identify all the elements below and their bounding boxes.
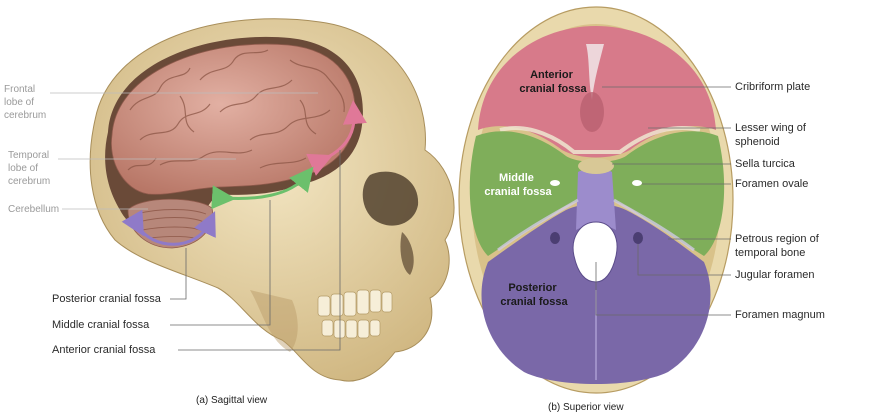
- anterior-fossa-region: [478, 26, 716, 158]
- foramen-ovale-left: [550, 180, 560, 186]
- cribriform-fossa: [580, 92, 604, 132]
- middle-region-label: Middle cranial fossa: [484, 172, 552, 198]
- mandible-shape: [250, 290, 298, 352]
- magnum-leader: [595, 262, 731, 316]
- petrous-ridge-left: [497, 198, 579, 252]
- jugular-leader: [637, 244, 731, 276]
- temporal-lobe-label: Temporal lobe of cerebrum: [8, 150, 52, 187]
- orbit-shape: [362, 171, 419, 226]
- anterior-region-label: Anterior cranial fossa: [519, 69, 587, 95]
- jugular-label: Jugular foramen: [735, 269, 815, 281]
- sella-label: Sella turcica: [735, 158, 796, 170]
- foramen-ovale-label: Foramen ovale: [735, 178, 808, 190]
- sagittal-view: Frontal lobe of cerebrum Temporal lobe o…: [4, 18, 455, 406]
- posterior-region-label: Posterior cranial fossa: [500, 282, 568, 308]
- middle-fossa-label: Middle cranial fossa: [52, 319, 150, 331]
- lesser-wing-ridge: [499, 126, 701, 154]
- superior-view: Anterior cranial fossa Middle cranial fo…: [458, 6, 825, 413]
- jugular-foramen-left: [550, 232, 560, 244]
- frontal-lobe-label: Frontal lobe of cerebrum: [4, 84, 46, 121]
- nasal-shape: [400, 232, 414, 275]
- posterior-fossa-leader: [170, 248, 187, 300]
- sagittal-caption: (a) Sagittal view: [196, 395, 268, 406]
- foramen-ovale-right: [632, 180, 642, 186]
- anterior-fossa-label: Anterior cranial fossa: [52, 344, 156, 356]
- teeth: [317, 289, 393, 339]
- cribriform-label: Cribriform plate: [735, 81, 810, 93]
- middle-fossa-leader: [170, 200, 271, 326]
- superior-caption: (b) Superior view: [548, 402, 624, 413]
- anterior-fossa-leader: [178, 150, 341, 351]
- petrous-ridge-right: [613, 198, 695, 252]
- posterior-fossa-arrow: [121, 209, 216, 246]
- clivus: [576, 169, 616, 230]
- cerebellum-label: Cerebellum: [8, 204, 59, 215]
- posterior-fossa-label: Posterior cranial fossa: [52, 293, 162, 305]
- jugular-foramen-right: [633, 232, 643, 244]
- petrous-label: Petrous region of temporal bone: [735, 233, 822, 259]
- cribriform-plate: [586, 44, 604, 100]
- lesser-wing-label: Lesser wing of sphenoid: [735, 122, 809, 148]
- anterior-fossa-arrow: [306, 100, 367, 176]
- sella-turcica-shape: [578, 158, 614, 174]
- middle-fossa-arrow: [211, 166, 314, 210]
- magnum-label: Foramen magnum: [735, 309, 825, 321]
